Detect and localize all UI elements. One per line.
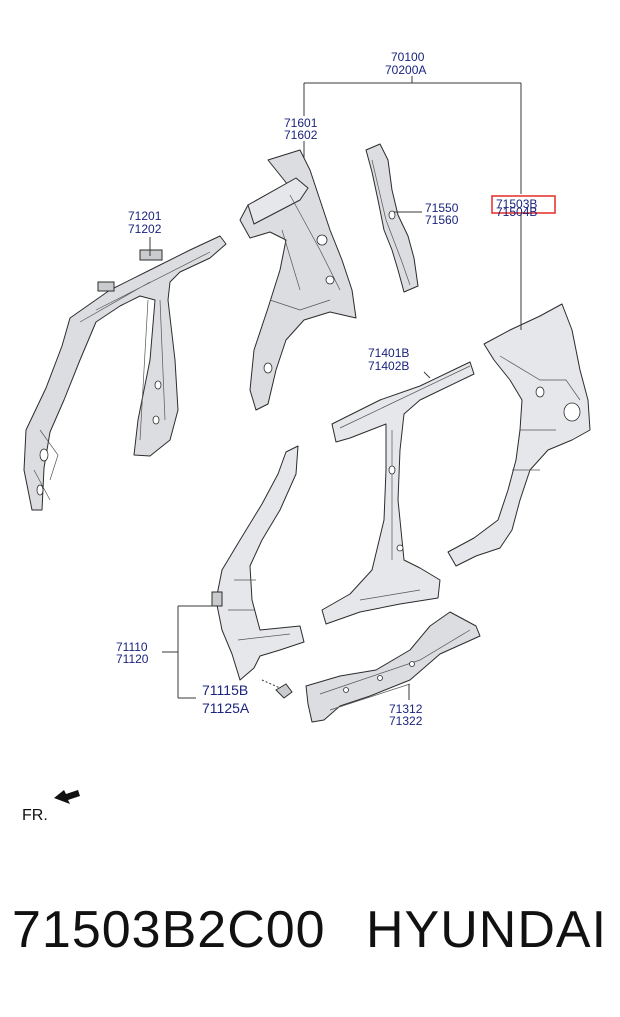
part-a-pillar-roof-rail xyxy=(23,235,227,511)
label-70100: 70100 xyxy=(391,50,425,64)
label-71115b: 71115B xyxy=(202,682,248,698)
part-center-pillar xyxy=(321,361,475,625)
front-arrow-icon xyxy=(54,790,80,804)
caption-part-number: 71503B2C00 xyxy=(12,901,326,959)
part-side-sill xyxy=(305,611,481,723)
label-71602: 71602 xyxy=(284,128,318,142)
label-71504b: 71504B xyxy=(496,205,537,219)
label-71402b: 71402B xyxy=(368,359,409,373)
label-71201: 71201 xyxy=(128,209,162,223)
label-71401b: 71401B xyxy=(368,346,409,360)
label-71550: 71550 xyxy=(425,201,459,215)
label-71202: 71202 xyxy=(128,222,162,236)
part-outer-quarter-panel xyxy=(447,303,591,567)
part-reinforcement xyxy=(365,143,419,293)
label-71110: 71110 xyxy=(116,640,148,654)
highlight-box xyxy=(491,195,556,214)
parts-diagram: 70100 70200A 71201 71202 71601 71602 715… xyxy=(22,50,591,824)
part-front-pillar xyxy=(211,445,305,681)
label-71312: 71312 xyxy=(389,702,423,716)
caption-brand: HYUNDAI xyxy=(366,901,608,959)
label-71560: 71560 xyxy=(425,213,459,227)
label-71601: 71601 xyxy=(284,116,318,130)
part-inner-quarter-panel xyxy=(239,149,357,411)
front-pillar-leader xyxy=(162,605,214,699)
label-70200a: 70200A xyxy=(385,63,426,77)
part-bracket xyxy=(261,679,293,699)
top-assembly-leader xyxy=(303,76,522,194)
front-marker: FR. xyxy=(22,807,48,824)
label-71125a: 71125A xyxy=(202,700,250,716)
label-71322: 71322 xyxy=(389,714,423,728)
caption-bar: 71503B2C00 HYUNDAI xyxy=(0,900,620,980)
label-71120: 71120 xyxy=(116,652,149,666)
label-71503b: 71503B xyxy=(496,197,537,211)
